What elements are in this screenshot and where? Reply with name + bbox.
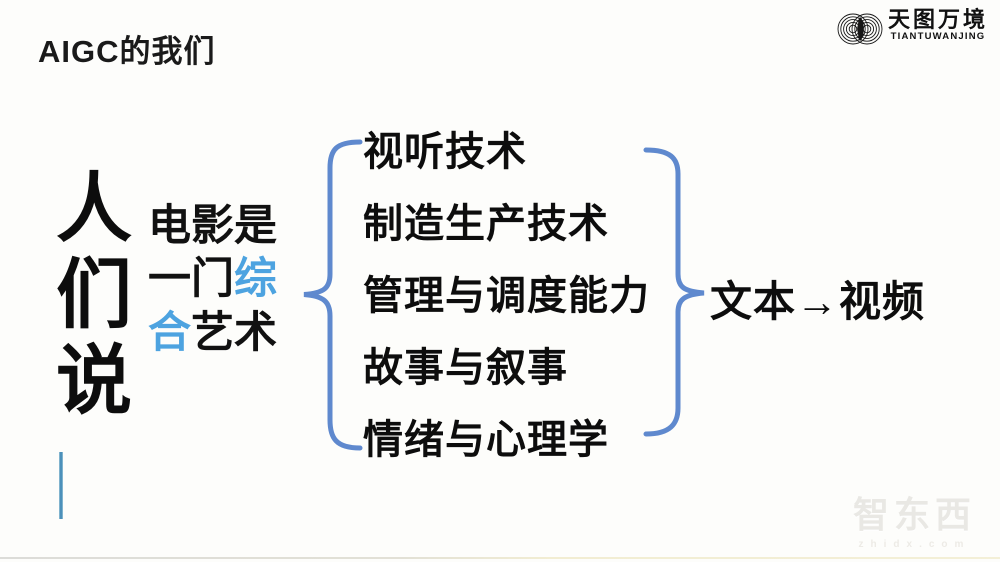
item-list: 视听技术 制造生产技术 管理与调度能力 故事与叙事 情绪与心理学 — [363, 132, 650, 460]
watermark-logo-text: 智东西 — [852, 495, 976, 536]
list-item: 管理与调度能力 — [363, 273, 650, 318]
watermark-url: zhidx.com — [858, 539, 971, 550]
left-brace — [303, 139, 363, 451]
brand-subtitle: TIANTUWANJING — [890, 31, 986, 43]
list-item: 视听技术 — [363, 129, 527, 174]
brand-name: 天图万境 — [887, 7, 988, 32]
result-text: 文本→视频 — [710, 280, 926, 326]
watermark: 智东西 zhidx.com — [853, 496, 976, 550]
list-item: 制造生产技术 — [363, 201, 609, 246]
claim-highlight: 综合 — [148, 256, 277, 357]
right-brace — [643, 147, 705, 437]
bottom-edge-line — [0, 557, 1000, 559]
claim-post: 艺术 — [191, 309, 277, 357]
brand-logo: 天图万境 TIANTUWANJING — [836, 8, 988, 52]
claim-pre: 电影是一门 — [148, 203, 277, 304]
swirl-rings-icon — [837, 13, 883, 45]
list-item: 故事与叙事 — [363, 345, 568, 390]
claim-text: 电影是一门综合艺术 — [148, 200, 286, 360]
page-title: AIGC的我们 — [38, 34, 216, 69]
speaker-vertical-text: 人们说 — [44, 168, 128, 426]
brand-text: 天图万境 TIANTUWANJING — [888, 8, 988, 42]
list-item: 情绪与心理学 — [363, 417, 609, 462]
text-cursor-bar — [59, 452, 63, 519]
